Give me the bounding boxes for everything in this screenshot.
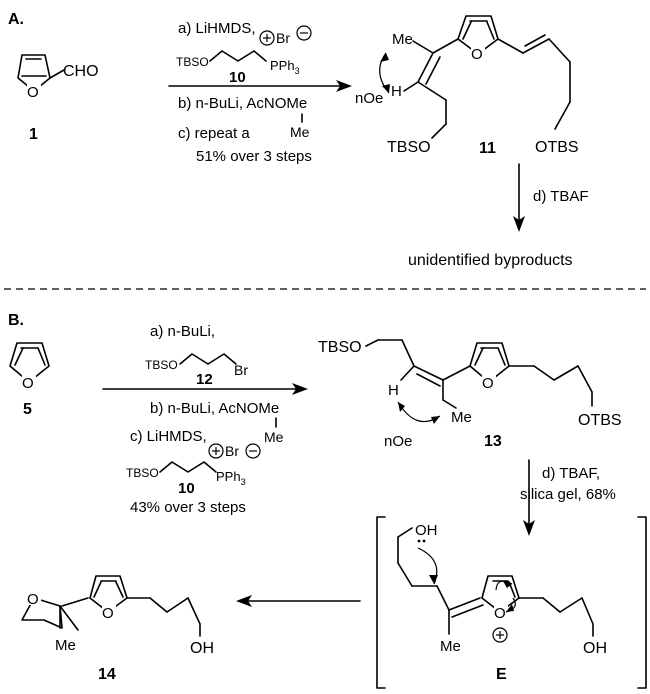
reagent-10-b-tbso: TBSO — [126, 466, 159, 480]
intermediate-e-left-bracket — [376, 516, 386, 689]
compound-11-number: 11 — [479, 140, 496, 157]
a-step-c-text: c) repeat a — [178, 125, 250, 142]
compound-1-structure: O CHO — [17, 54, 99, 101]
compound-1-ring-oxygen: O — [27, 84, 39, 101]
compound-11-methyl: Me — [392, 31, 413, 48]
compound-14-furan-oxygen: O — [102, 605, 114, 622]
reagent-10-a-tbso: TBSO — [176, 55, 209, 69]
compound-13-otbs: OTBS — [578, 412, 622, 429]
compound-11-furan-oxygen: O — [471, 46, 483, 63]
reagent-12: TBSO Br 12 — [145, 353, 248, 388]
reagent-10-a-pph3: PPh3 — [270, 58, 300, 76]
reagent-12-tbso: TBSO — [145, 358, 178, 372]
reagent-10-b-pph3: PPh3 — [216, 469, 246, 487]
intermediate-e-oxonium-oxygen: O — [494, 605, 506, 622]
compound-11-otbs: OTBS — [535, 139, 579, 156]
compound-14-number: 14 — [98, 666, 116, 683]
compound-13-structure: TBSO H Me O OTBS — [318, 339, 622, 450]
b-step-d-arrowhead — [523, 520, 535, 536]
reagent-10-b-number: 10 — [178, 480, 195, 497]
compound-1-aldehyde-group: CHO — [63, 63, 99, 80]
reagent-12-bromide: Br — [234, 362, 248, 378]
b-step-c-text: c) LiHMDS, — [130, 428, 207, 445]
compound-11-noe-label: nOe — [355, 90, 383, 107]
a-outcome-text: unidentified byproducts — [408, 252, 573, 269]
reagent-10-b-bromide: Br — [225, 443, 239, 459]
b-yield-text: 43% over 3 steps — [130, 499, 246, 516]
b-step-a-text: a) n-BuLi, — [150, 323, 215, 340]
b-step-b-me: Me — [264, 429, 284, 445]
b-step-b-text: b) n-BuLi, AcNOMe — [150, 400, 279, 417]
compound-5-oxygen: O — [22, 375, 34, 392]
compound-13-methyl: Me — [451, 409, 472, 426]
b-step-d-text-1: d) TBAF, — [542, 465, 600, 482]
compound-5-number: 5 — [23, 401, 32, 418]
compound-14-thf-oxygen: O — [27, 591, 39, 608]
intermediate-e-structure: OH Me O — [397, 522, 607, 657]
a-step-d-arrowhead — [513, 216, 525, 232]
compound-14-structure: O Me O OH — [21, 575, 214, 657]
compound-13-vinyl-h: H — [388, 382, 399, 399]
section-a-label: A. — [8, 11, 24, 28]
a-yield-text: 51% over 3 steps — [196, 148, 312, 165]
reagent-10-a-bromide: Br — [276, 30, 290, 46]
intermediate-e-methyl: Me — [440, 638, 461, 655]
b-reaction-arrowhead — [292, 383, 308, 395]
intermediate-e-right-bracket — [637, 516, 647, 689]
intermediate-e-oh-top: OH — [415, 522, 438, 539]
compound-13-furan-oxygen: O — [482, 375, 494, 392]
intermediate-e-oh-right: OH — [583, 640, 607, 657]
section-b-label: B. — [8, 312, 24, 329]
a-step-a-text: a) LiHMDS, — [178, 20, 256, 37]
a-reaction-arrowhead — [336, 80, 352, 92]
compound-13-tbso: TBSO — [318, 339, 362, 356]
compound-13-number: 13 — [484, 433, 502, 450]
reagent-10-a-number: 10 — [229, 69, 246, 86]
section-b: B. O 5 a) n-BuLi, TBSO Br 12 b) n-BuLi, … — [8, 312, 647, 689]
intermediate-e-label: E — [496, 666, 507, 683]
compound-13-noe-label: nOe — [384, 433, 412, 450]
b-step-d-text-2: silica gel, 68% — [520, 486, 616, 503]
compound-11-structure: O Me H TBSO OTBS nOe — [355, 15, 579, 156]
a-step-b-text: b) n-BuLi, AcNOMe — [178, 95, 307, 112]
compound-11-vinyl-h: H — [391, 83, 402, 100]
a-step-b-me: Me — [290, 124, 310, 140]
reagent-10-b: TBSO Br PPh3 10 — [126, 443, 261, 497]
compound-14-oh: OH — [190, 640, 214, 657]
section-a: A. O CHO 1 a) LiHMDS, TBSO Br PPh3 10 — [8, 11, 589, 269]
compound-1-number: 1 — [29, 126, 38, 143]
reagent-12-number: 12 — [196, 371, 213, 388]
compound-14-methyl: Me — [55, 637, 76, 654]
reagent-10-a: TBSO Br PPh3 10 — [176, 25, 312, 86]
compound-5-structure: O — [9, 342, 50, 392]
a-step-d-text: d) TBAF — [533, 188, 589, 205]
compound-11-tbso: TBSO — [387, 139, 431, 156]
e-to-14-arrowhead — [236, 595, 252, 607]
